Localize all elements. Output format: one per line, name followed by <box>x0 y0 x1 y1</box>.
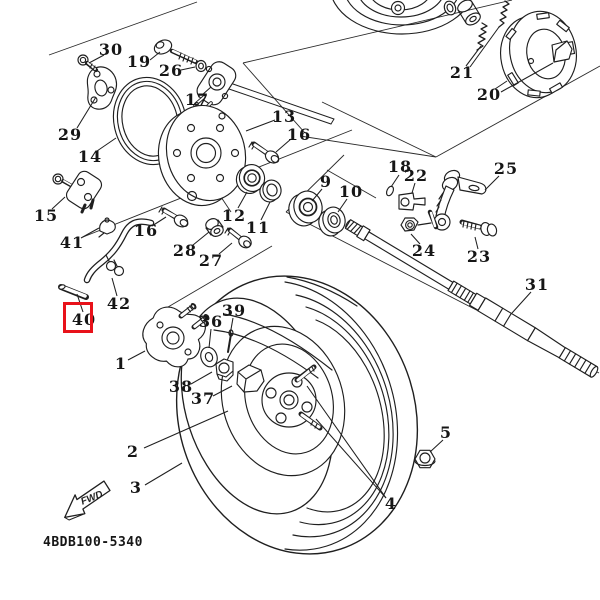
axle-shaft-icon <box>344 219 599 378</box>
part-callout-23[interactable]: 23 <box>466 247 492 266</box>
part-callout-19[interactable]: 19 <box>126 52 152 71</box>
wheel-rim-icon <box>213 313 346 477</box>
diagram-code: 4BDB100-5340 <box>43 535 143 550</box>
part-callout-4[interactable]: 4 <box>384 494 398 513</box>
part-callout-2[interactable]: 2 <box>126 442 140 461</box>
brake-spring-icon <box>476 0 510 51</box>
part-callout-22[interactable]: 22 <box>403 166 429 185</box>
oring-bushing-icon <box>443 0 481 26</box>
part-callout-39[interactable]: 39 <box>221 301 247 320</box>
part-callout-30[interactable]: 30 <box>98 40 124 59</box>
collar-icon <box>205 218 224 237</box>
part-callout-1[interactable]: 1 <box>114 354 128 373</box>
part-callout-17[interactable]: 17 <box>184 90 210 109</box>
breather-hose-icon <box>83 218 155 284</box>
bolt-icon <box>77 54 98 72</box>
part-callout-18[interactable]: 18 <box>387 157 413 176</box>
part-callout-38[interactable]: 38 <box>168 377 194 396</box>
brake-shoes-icon <box>500 10 577 99</box>
part-callout-24[interactable]: 24 <box>411 241 437 260</box>
part-callout-21[interactable]: 21 <box>449 63 475 82</box>
tube-icon <box>58 284 89 300</box>
part-callout-9[interactable]: 9 <box>319 172 333 191</box>
lever-nut-icon <box>400 217 432 232</box>
part-callout-40[interactable]: 40 <box>71 310 97 329</box>
bearing-icon <box>235 163 346 237</box>
cotter-pin-icon <box>385 185 395 197</box>
part-callout-20[interactable]: 20 <box>476 85 502 104</box>
wheel-hub-top-icon <box>332 0 472 35</box>
adjuster-icon <box>52 170 103 214</box>
part-callout-10[interactable]: 10 <box>338 182 364 201</box>
hub-cap-icon <box>236 364 265 393</box>
part-callout-27[interactable]: 27 <box>198 251 224 270</box>
part-callout-16[interactable]: 16 <box>286 125 312 144</box>
brake-cam-lever-icon <box>427 169 487 231</box>
part-callout-26[interactable]: 26 <box>158 61 184 80</box>
gasket-icon <box>86 66 118 110</box>
screw-icon <box>224 227 252 249</box>
part-callout-12[interactable]: 12 <box>221 206 247 225</box>
rear-hub-icon <box>142 302 210 368</box>
part-callout-15[interactable]: 15 <box>33 206 59 225</box>
part-callout-16[interactable]: 16 <box>133 221 159 240</box>
flange-bolt-icon <box>158 141 280 228</box>
part-callout-41[interactable]: 41 <box>59 233 85 252</box>
lever-bolt-icon <box>459 219 498 237</box>
hub-shaft-lines <box>228 83 335 125</box>
part-callout-11[interactable]: 11 <box>245 218 271 237</box>
part-callout-31[interactable]: 31 <box>524 275 550 294</box>
fwd-arrow-icon: FWD <box>64 480 111 521</box>
part-callout-5[interactable]: 5 <box>439 423 453 442</box>
washer-icon <box>200 346 218 368</box>
wheel-nut-icon <box>414 449 436 469</box>
highlight-box <box>63 302 93 333</box>
part-callout-29[interactable]: 29 <box>57 125 83 144</box>
part-callout-36[interactable]: 36 <box>198 312 224 331</box>
part-callout-14[interactable]: 14 <box>77 147 103 166</box>
lock-plate-icon <box>398 192 426 211</box>
brake-backing-plate-icon <box>157 104 247 207</box>
leader-lines <box>51 26 554 499</box>
pivot-bolt-icon <box>153 39 207 73</box>
part-callout-3[interactable]: 3 <box>129 478 143 497</box>
hose-clamp-icon <box>98 217 116 238</box>
castle-nut-icon <box>215 358 234 382</box>
fwd-label: FWD <box>79 489 104 508</box>
part-callout-25[interactable]: 25 <box>493 159 519 178</box>
part-callout-28[interactable]: 28 <box>172 241 198 260</box>
part-callout-37[interactable]: 37 <box>190 389 216 408</box>
part-callout-42[interactable]: 42 <box>106 294 132 313</box>
part-callout-13[interactable]: 13 <box>271 107 297 126</box>
